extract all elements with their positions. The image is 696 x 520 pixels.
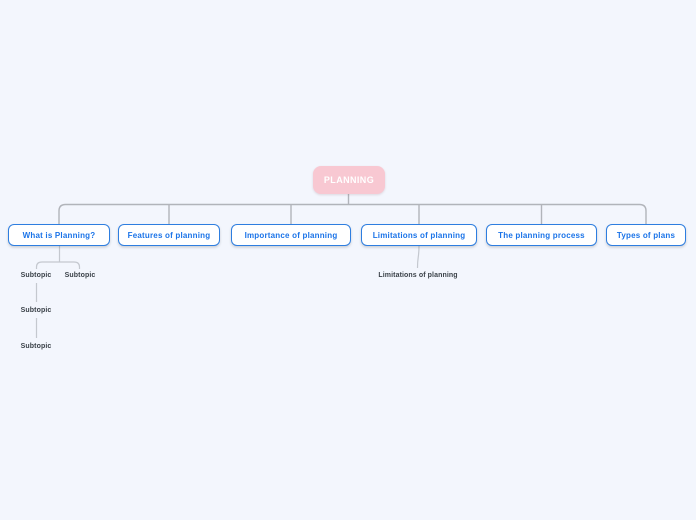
subtopic-node-limitations-of-planning[interactable]: Limitations of planning <box>378 272 458 279</box>
branch-node-types-of-plans[interactable]: Types of plans <box>606 224 686 246</box>
branch-node-what-is-planning[interactable]: What is Planning? <box>8 224 110 246</box>
subtopic-node[interactable]: Subtopic <box>20 343 52 350</box>
subtopic-node[interactable]: Subtopic <box>20 307 52 314</box>
branch-node-importance-of-planning[interactable]: Importance of planning <box>231 224 351 246</box>
subtopic-node[interactable]: Subtopic <box>20 272 52 279</box>
subtopic-node[interactable]: Subtopic <box>64 272 96 279</box>
branch-node-limitations-of-planning[interactable]: Limitations of planning <box>361 224 477 246</box>
branch-node-features-of-planning[interactable]: Features of planning <box>118 224 220 246</box>
root-node-planning[interactable]: PLANNING <box>313 166 385 194</box>
branch-node-the-planning-process[interactable]: The planning process <box>486 224 597 246</box>
